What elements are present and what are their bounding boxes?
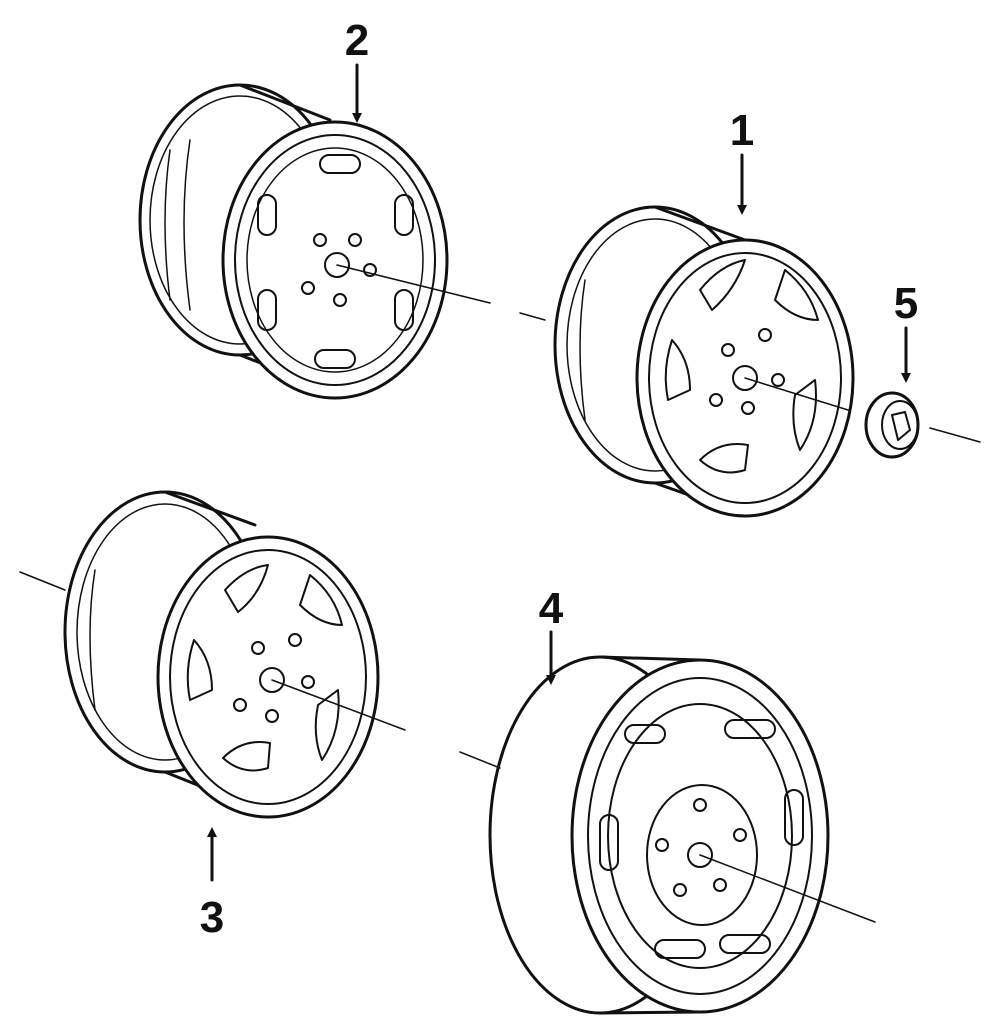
callout-4: 4 (539, 584, 564, 685)
wheel-tire-4[interactable] (488, 655, 830, 1015)
callout-3: 3 (200, 827, 224, 942)
callout-label-4: 4 (539, 584, 564, 633)
callout-1: 1 (730, 106, 754, 215)
wheel-3[interactable] (63, 490, 380, 819)
wheel-1[interactable] (553, 205, 855, 518)
callout-label-3: 3 (200, 893, 224, 942)
callout-label-5: 5 (894, 279, 918, 328)
axis-lines (19, 264, 981, 923)
callout-2: 2 (345, 16, 369, 123)
wheel-2[interactable] (138, 83, 449, 400)
callout-label-2: 2 (345, 16, 369, 65)
callout-5: 5 (894, 279, 918, 383)
center-cap-5[interactable] (864, 391, 920, 459)
callout-label-1: 1 (730, 106, 754, 155)
